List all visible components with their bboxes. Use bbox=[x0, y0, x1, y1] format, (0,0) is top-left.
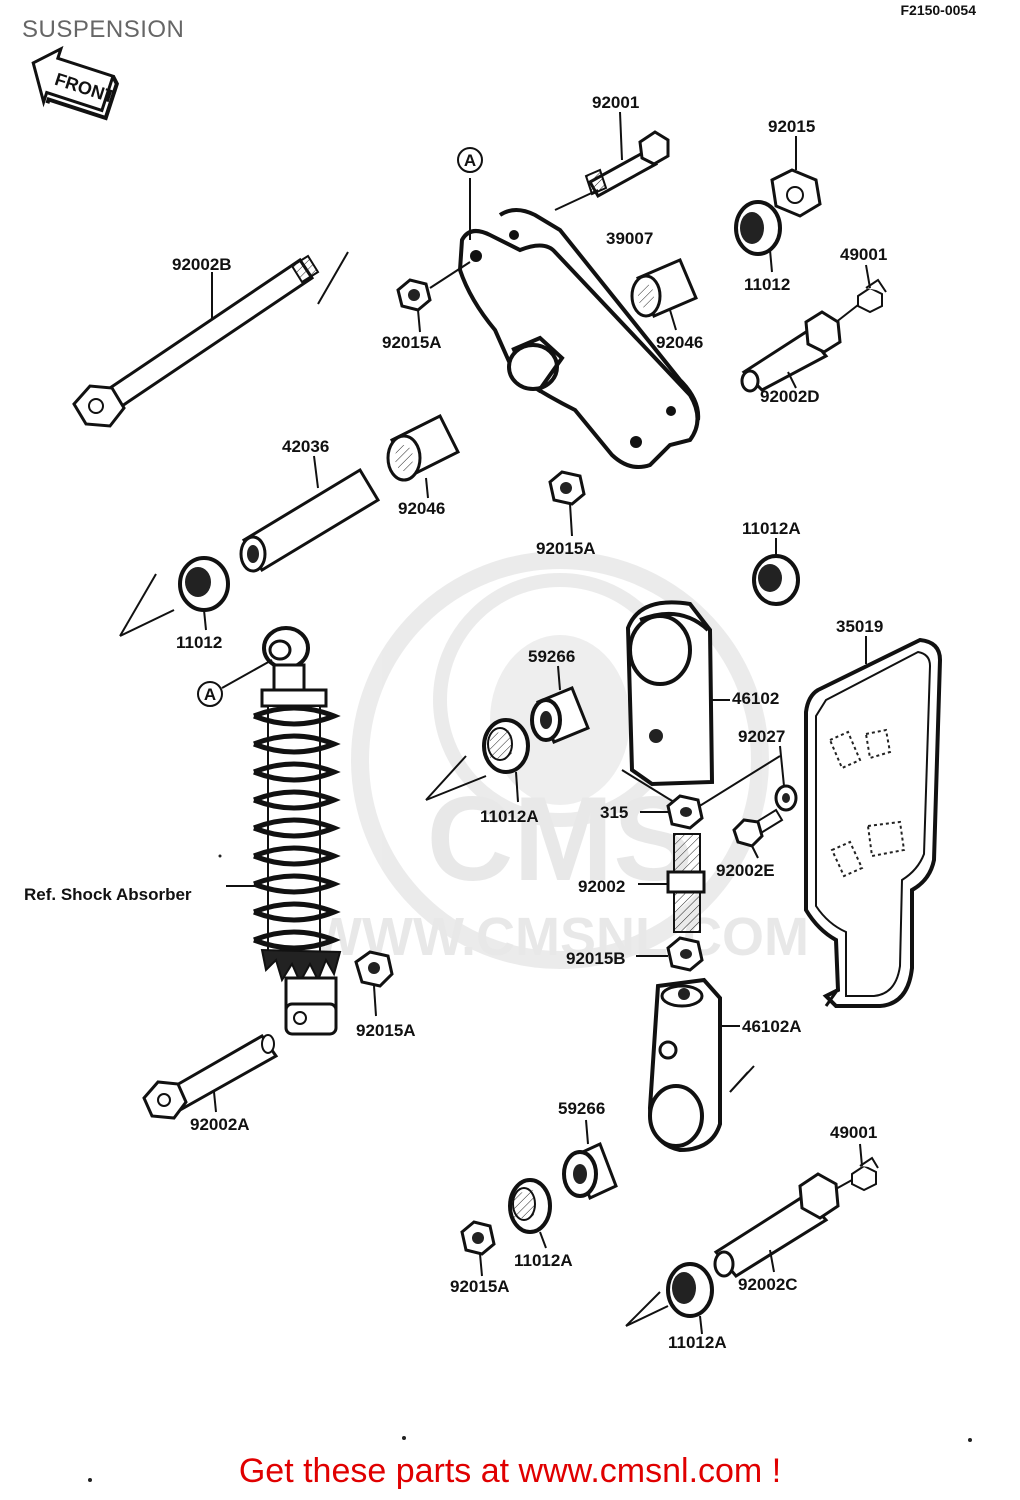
label-92002B: 92002B bbox=[172, 255, 232, 274]
ref-marker-a-top: A bbox=[457, 147, 483, 173]
ref-marker-a-shock: A bbox=[197, 681, 223, 707]
collar-11012-top[interactable] bbox=[734, 200, 782, 256]
scan-specks bbox=[88, 854, 972, 1482]
footer-prefix: Get these parts at bbox=[238, 1452, 519, 1490]
label-92046-left: 92046 bbox=[398, 499, 445, 518]
label-92002D: 92002D bbox=[760, 387, 820, 406]
nut-92015A-shock[interactable] bbox=[354, 950, 394, 988]
needle-bearing-92046-right[interactable] bbox=[630, 258, 698, 318]
shock-absorber[interactable] bbox=[253, 626, 342, 1036]
collar-59266-upper[interactable] bbox=[530, 686, 590, 744]
label-46102: 46102 bbox=[732, 689, 779, 708]
grease-nipple-49001-top[interactable] bbox=[857, 278, 887, 314]
nut-92015A-lower[interactable] bbox=[460, 1220, 496, 1256]
label-92001: 92001 bbox=[592, 93, 639, 112]
front-arrow-icon: FRONT bbox=[31, 45, 120, 121]
pivot-bolt-92002D[interactable] bbox=[740, 310, 842, 393]
bolt-92001[interactable] bbox=[584, 130, 670, 199]
tie-rod-46102A[interactable] bbox=[647, 977, 722, 1153]
label-92027: 92027 bbox=[738, 727, 785, 746]
nut-92015A-upper[interactable] bbox=[396, 278, 432, 312]
footer-link[interactable]: www.cmsnl.com bbox=[518, 1452, 763, 1490]
label-39007: 39007 bbox=[606, 229, 653, 248]
collar-11012A-bottom[interactable] bbox=[666, 1262, 714, 1318]
label-ref-shock-absorber: Ref. Shock Absorber bbox=[24, 885, 192, 904]
svg-text:A: A bbox=[464, 151, 476, 170]
nut-92015A-middle[interactable] bbox=[548, 470, 586, 506]
collar-59266-lower[interactable] bbox=[562, 1141, 618, 1201]
label-92015-top: 92015 bbox=[768, 117, 815, 136]
label-92002A: 92002A bbox=[190, 1115, 250, 1134]
collar-11012A-top-right[interactable] bbox=[752, 554, 800, 606]
label-11012-left: 11012 bbox=[176, 633, 222, 652]
page-title: SUSPENSION bbox=[22, 16, 185, 43]
label-92015A-shock: 92015A bbox=[356, 1021, 416, 1040]
label-92015A-middle: 92015A bbox=[536, 539, 596, 558]
stud-bolt-92002[interactable] bbox=[666, 833, 706, 933]
tie-rod-46102[interactable] bbox=[625, 600, 715, 787]
part-labels: 92001 92015 39007 11012 49001 92002B 920… bbox=[24, 93, 887, 1352]
footer-banner: Get these parts at www.cmsnl.com ! bbox=[0, 1452, 1020, 1491]
label-92015B: 92015B bbox=[566, 949, 626, 968]
label-59266-upper: 59266 bbox=[528, 647, 575, 666]
label-315: 315 bbox=[600, 803, 628, 822]
label-49001-top: 49001 bbox=[840, 245, 887, 264]
label-11012A-bottom: 11012A bbox=[668, 1333, 727, 1352]
footer-suffix: ! bbox=[762, 1452, 782, 1490]
pivot-bolt-92002C[interactable] bbox=[713, 1172, 840, 1278]
watermark-text: WWW.CMSNL.COM bbox=[311, 907, 809, 967]
label-11012A-lower-left: 11012A bbox=[514, 1251, 573, 1270]
label-92015A-lower: 92015A bbox=[450, 1277, 510, 1296]
label-92015A-upper: 92015A bbox=[382, 333, 442, 352]
watermark: CMS WWW.CMSNL.COM bbox=[311, 551, 809, 969]
mud-guard-35019[interactable] bbox=[804, 637, 943, 1008]
grease-nipple-49001-bottom[interactable] bbox=[851, 1156, 879, 1192]
label-11012A-middle: 11012A bbox=[480, 807, 539, 826]
nut-315[interactable] bbox=[666, 794, 704, 830]
collar-11012A-lower-left[interactable] bbox=[508, 1178, 552, 1234]
nut-92015-top[interactable] bbox=[770, 168, 822, 218]
label-92002E: 92002E bbox=[716, 861, 775, 880]
diagram-code: F2150-0054 bbox=[900, 2, 976, 18]
label-35019: 35019 bbox=[836, 617, 883, 636]
svg-text:A: A bbox=[204, 685, 216, 704]
needle-bearing-92046-left[interactable] bbox=[386, 413, 461, 482]
label-92046-right: 92046 bbox=[656, 333, 703, 352]
label-46102A: 46102A bbox=[742, 1017, 802, 1036]
label-92002C: 92002C bbox=[738, 1275, 798, 1294]
bolt-92002E[interactable] bbox=[732, 808, 784, 848]
collar-11012-left[interactable] bbox=[178, 556, 230, 612]
label-92002: 92002 bbox=[578, 877, 625, 896]
label-11012A-top-right: 11012A bbox=[742, 519, 801, 538]
label-11012-top: 11012 bbox=[744, 275, 790, 294]
watermark-logo: CMS bbox=[427, 772, 694, 906]
collar-11012A-middle[interactable] bbox=[482, 718, 530, 774]
bolt-92002A[interactable] bbox=[142, 1034, 279, 1120]
label-49001-bottom: 49001 bbox=[830, 1123, 877, 1142]
rocker-arm-39007[interactable] bbox=[457, 208, 701, 469]
washer-92027[interactable] bbox=[774, 784, 798, 812]
sleeve-42036[interactable] bbox=[239, 467, 381, 573]
label-42036: 42036 bbox=[282, 437, 329, 456]
long-bolt-92002B[interactable] bbox=[72, 254, 320, 428]
label-59266-lower: 59266 bbox=[558, 1099, 605, 1118]
nut-92015B[interactable] bbox=[666, 936, 704, 972]
